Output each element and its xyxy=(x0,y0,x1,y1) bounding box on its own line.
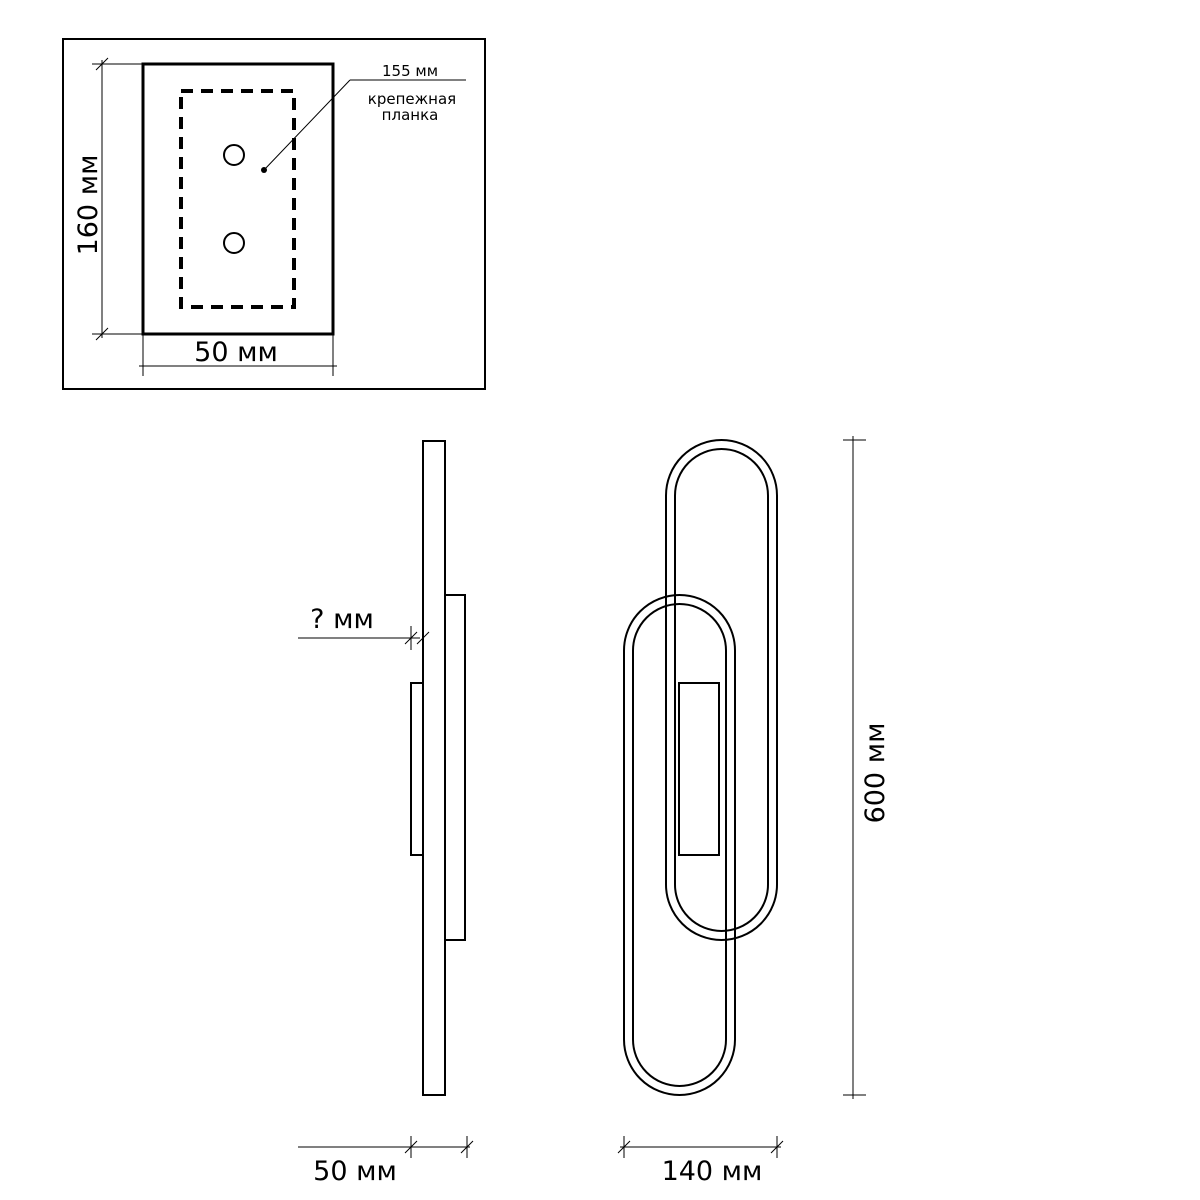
front-width-dimension: 140 мм xyxy=(617,1136,784,1187)
mounting-plate-inset: 155 мм крепежная планка 160 мм 50 мм xyxy=(62,38,486,390)
plate-label-line1: крепежная xyxy=(368,90,456,108)
screw-hole-upper xyxy=(223,144,245,166)
front-view: 600 мм 140 мм xyxy=(617,436,891,1187)
inset-frame xyxy=(62,38,486,390)
back-plate-side xyxy=(422,440,446,1096)
leader-line xyxy=(263,79,351,171)
depth-dimension: 50 мм xyxy=(298,1136,474,1187)
inset-height-label: 160 мм xyxy=(73,155,104,256)
gap-dimension: ? мм xyxy=(298,604,430,650)
depth-label: 50 мм xyxy=(313,1156,397,1187)
inset-width-label: 50 мм xyxy=(194,337,278,368)
upper-loop-outer xyxy=(665,439,778,941)
inset-width-dimension: 50 мм xyxy=(139,334,337,376)
front-stub-side xyxy=(410,682,424,856)
plate-label-line2: планка xyxy=(382,106,439,124)
center-mount xyxy=(678,682,720,856)
lower-loop-inner xyxy=(632,603,727,1087)
gap-label: ? мм xyxy=(310,604,374,635)
lower-loop-outer xyxy=(623,594,736,1096)
front-height-label: 600 мм xyxy=(860,723,891,824)
front-width-label: 140 мм xyxy=(662,1156,763,1187)
screw-hole-lower xyxy=(223,232,245,254)
front-height-dimension: 600 мм xyxy=(843,436,891,1099)
plate-size-label: 155 мм xyxy=(382,62,438,80)
side-view: ? мм 50 мм xyxy=(298,440,474,1187)
inset-height-dimension: 160 мм xyxy=(73,57,143,341)
mounting-bar-outline xyxy=(179,89,296,309)
plate-outline xyxy=(141,62,335,336)
upper-loop-inner xyxy=(674,448,769,932)
mount-block-side xyxy=(444,594,466,941)
